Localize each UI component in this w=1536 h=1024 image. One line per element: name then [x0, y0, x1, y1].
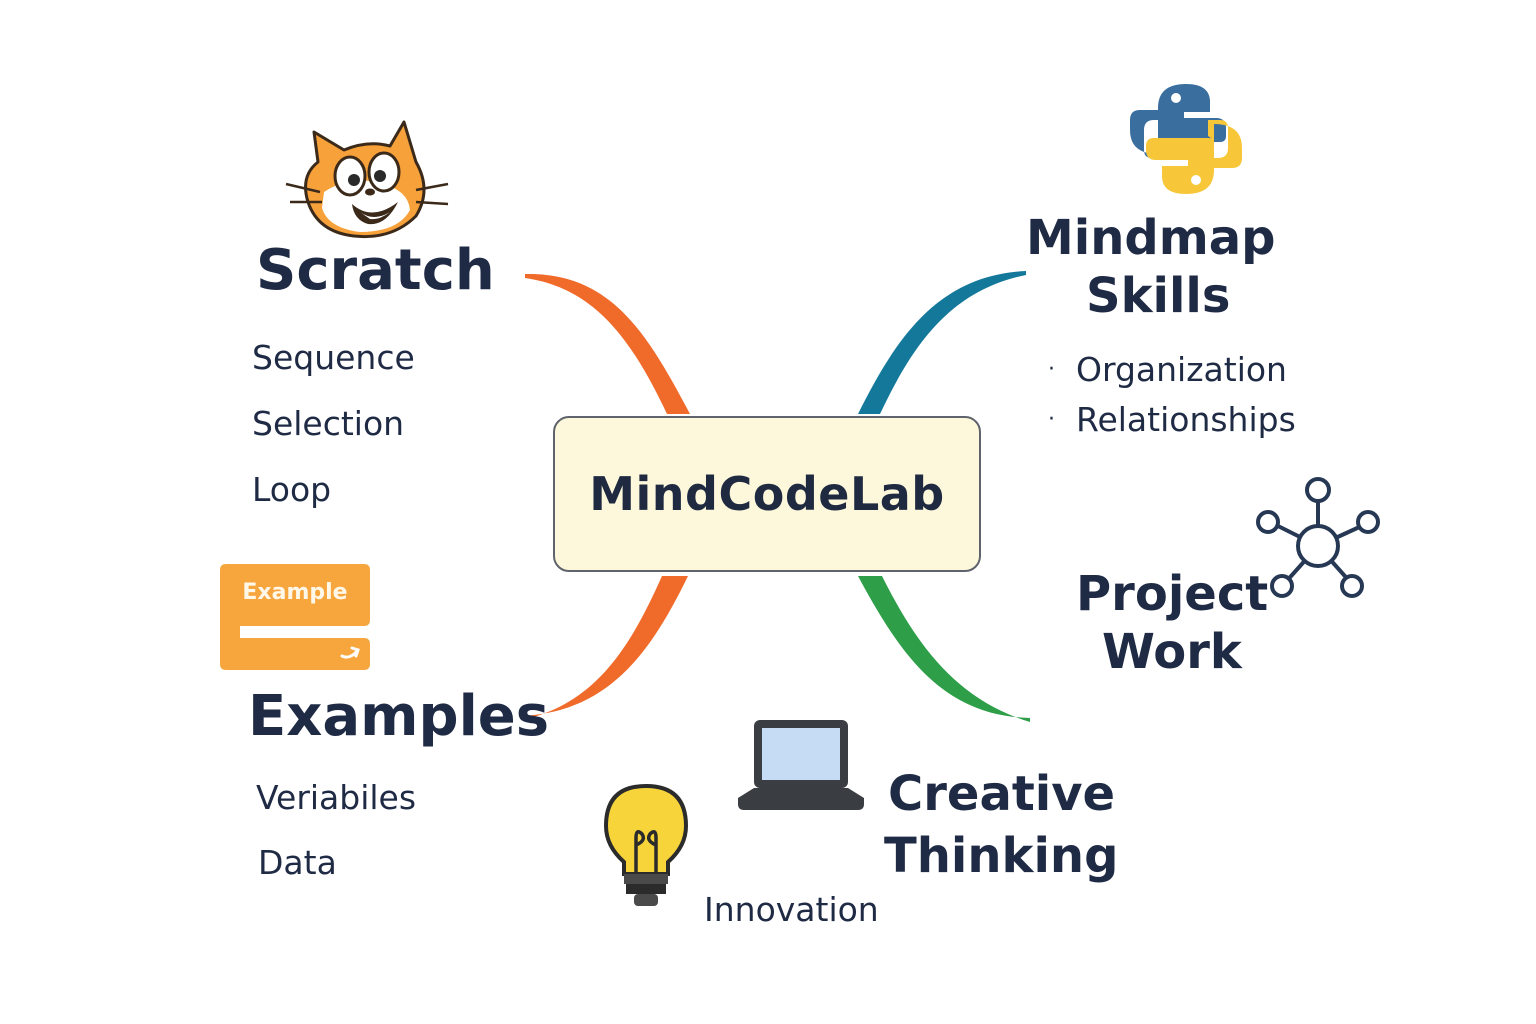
scratch-item-selection: Selection	[252, 404, 405, 443]
list-item: ·Organization	[1048, 350, 1287, 389]
scratch-item-sequence: Sequence	[252, 338, 415, 377]
code-block-icon	[220, 564, 370, 670]
central-node-title: MindCodeLab	[589, 467, 945, 521]
examples-item-variables: Veriabiles	[256, 778, 417, 817]
python-logo-icon	[1130, 84, 1242, 194]
creative-heading-line-1: Creative	[888, 766, 1116, 822]
branch-scratch	[525, 273, 690, 414]
project-heading-line-1: Project	[1076, 566, 1269, 622]
lightbulb-icon	[603, 783, 689, 906]
branch-project	[858, 576, 1030, 722]
mindmap-heading-line-2: Skills	[1086, 268, 1231, 324]
mindmap-heading-line-1: Mindmap	[1026, 210, 1276, 266]
branch-examples	[522, 576, 688, 720]
mindmap-bullet-list: ·Organization ·Relationships	[1048, 345, 1296, 445]
network-hub-icon	[1256, 477, 1380, 598]
examples-heading: Examples	[248, 684, 550, 749]
creative-item-innovation: Innovation	[704, 890, 879, 929]
creative-heading-line-2: Thinking	[884, 828, 1119, 884]
examples-item-data: Data	[258, 843, 337, 882]
scratch-cat-icon	[285, 120, 449, 239]
branch-mindmap	[858, 271, 1026, 414]
scratch-heading: Scratch	[256, 238, 495, 303]
central-node: MindCodeLab	[553, 416, 981, 572]
scratch-item-loop: Loop	[252, 470, 332, 509]
project-heading-line-2: Work	[1102, 624, 1242, 680]
code-block-label: Example	[242, 580, 348, 605]
list-item: ·Relationships	[1048, 400, 1296, 439]
laptop-icon	[738, 720, 864, 810]
